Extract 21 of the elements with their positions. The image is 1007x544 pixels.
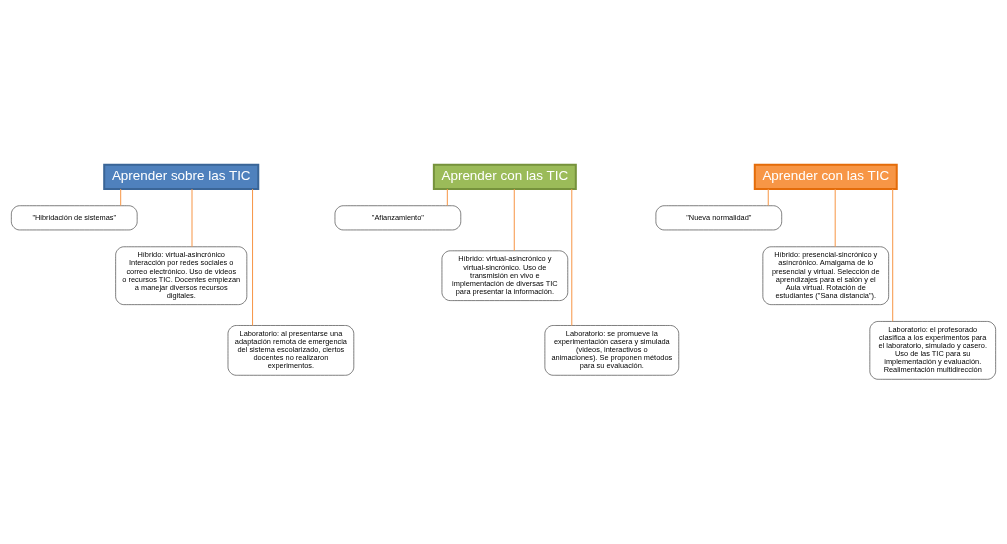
connector — [191, 188, 193, 248]
node-box: Híbrido: virtual-asincrónico y virtual-sincrónico. Uso de transmisión en vivo e implementación de diversas TIC para presentar la información. — [441, 250, 569, 301]
connector — [834, 188, 836, 248]
node-box: Híbrido: presencial-sincrónico y asíncrónico. Amalgama de lo presencial y virtual. Selección de aprendizajes para el salón y el Aula virtual. Rotación de estudiantes ("Sana distancia"). — [762, 246, 889, 305]
node-box: "Nueva normalidad" — [655, 205, 783, 231]
node-box: Aprender con las TIC — [432, 163, 577, 190]
connector — [446, 188, 448, 207]
node-box: Aprender sobre las TIC — [103, 163, 260, 190]
connector — [892, 188, 894, 322]
connector — [513, 188, 515, 252]
node-box: Laboratorio: el profesorado clasifica a los experimentos para el laboratorio, simulado y casero. Uso de las TIC para su implementación y evaluación. Realimentación multidirección — [869, 321, 996, 380]
node-box: Laboratorio: se promueve la experimentación casera y simulada (videos, interactivos o animaciones). Se proponen métodos para su evaluación. — [544, 325, 680, 376]
connector — [120, 188, 122, 207]
node-box: Laboratorio: al presentarse una adaptación remota de emergencia del sistema escolarizado, ciertos docentes no realizaron experimentos. — [227, 325, 355, 376]
node-box: "Hibridación de sistemas" — [11, 205, 138, 231]
connector — [571, 188, 573, 326]
node-box: Aprender con las TIC — [753, 163, 898, 190]
node-box: "Afianzamiento" — [334, 205, 462, 231]
connector — [767, 188, 769, 207]
node-box: Híbrido: virtual-asincrónico Interacción por redes sociales o correo electrónico. Uso de videos o recursos TIC. Docentes empiezan a manejar diversos recursos digitales. — [115, 246, 248, 305]
connector — [252, 188, 254, 326]
